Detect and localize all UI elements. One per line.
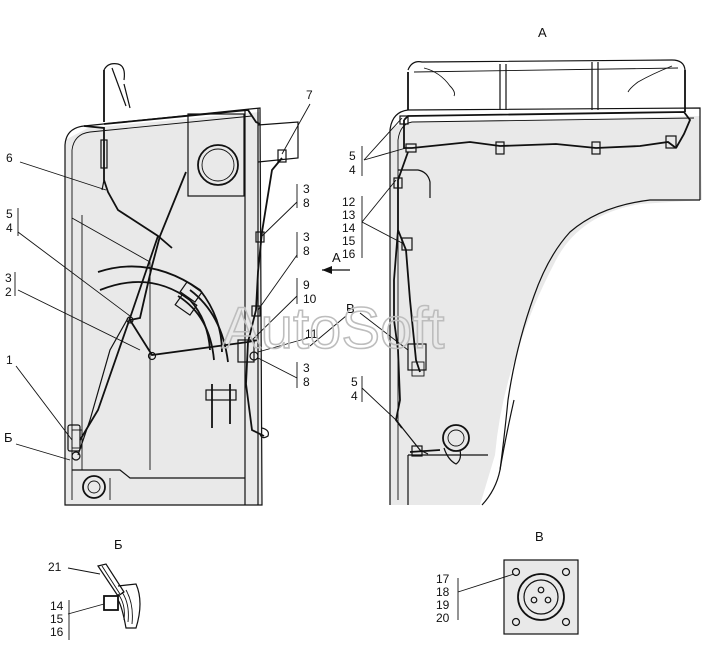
ref-view-a: А <box>332 250 341 265</box>
label-3a: 3 <box>303 182 310 196</box>
label-9: 9 <box>303 278 310 292</box>
label-3: 3 <box>5 271 12 285</box>
label-14-b: 14 <box>50 599 64 613</box>
label-16: 16 <box>342 247 356 261</box>
label-4-front: 4 <box>349 163 356 177</box>
detail-b <box>67 563 141 640</box>
label-4: 4 <box>6 221 13 235</box>
label-8c: 8 <box>303 375 310 389</box>
label-12: 12 <box>342 195 356 209</box>
label-4-front-low: 4 <box>351 389 358 403</box>
label-8b: 8 <box>303 244 310 258</box>
label-11: 11 <box>305 327 318 341</box>
label-10: 10 <box>303 292 317 306</box>
side-view <box>14 63 350 506</box>
label-16-b: 16 <box>50 625 64 639</box>
ref-view-b: Б <box>4 430 13 445</box>
label-14: 14 <box>342 221 356 235</box>
label-21: 21 <box>48 560 62 574</box>
label-17: 17 <box>436 572 450 586</box>
detail-v <box>457 559 579 635</box>
label-13: 13 <box>342 208 356 222</box>
label-15: 15 <box>342 234 356 248</box>
label-3c: 3 <box>303 361 310 375</box>
label-5-front-low: 5 <box>351 375 358 389</box>
view-title-a: А <box>538 25 547 40</box>
label-1: 1 <box>6 353 13 367</box>
label-19: 19 <box>436 598 450 612</box>
ref-view-v: В <box>346 301 355 316</box>
label-15-b: 15 <box>50 612 64 626</box>
label-6: 6 <box>6 151 13 165</box>
label-20: 20 <box>436 611 450 625</box>
watermark: AutoSoft <box>222 296 444 361</box>
label-2: 2 <box>5 285 12 299</box>
label-7: 7 <box>306 88 313 102</box>
label-18: 18 <box>436 585 450 599</box>
label-8a: 8 <box>303 196 310 210</box>
label-3b: 3 <box>303 230 310 244</box>
label-5: 5 <box>6 207 13 221</box>
label-5-front: 5 <box>349 149 356 163</box>
view-title-b: Б <box>114 537 123 552</box>
view-title-v: В <box>535 529 544 544</box>
front-view-a <box>359 59 702 506</box>
